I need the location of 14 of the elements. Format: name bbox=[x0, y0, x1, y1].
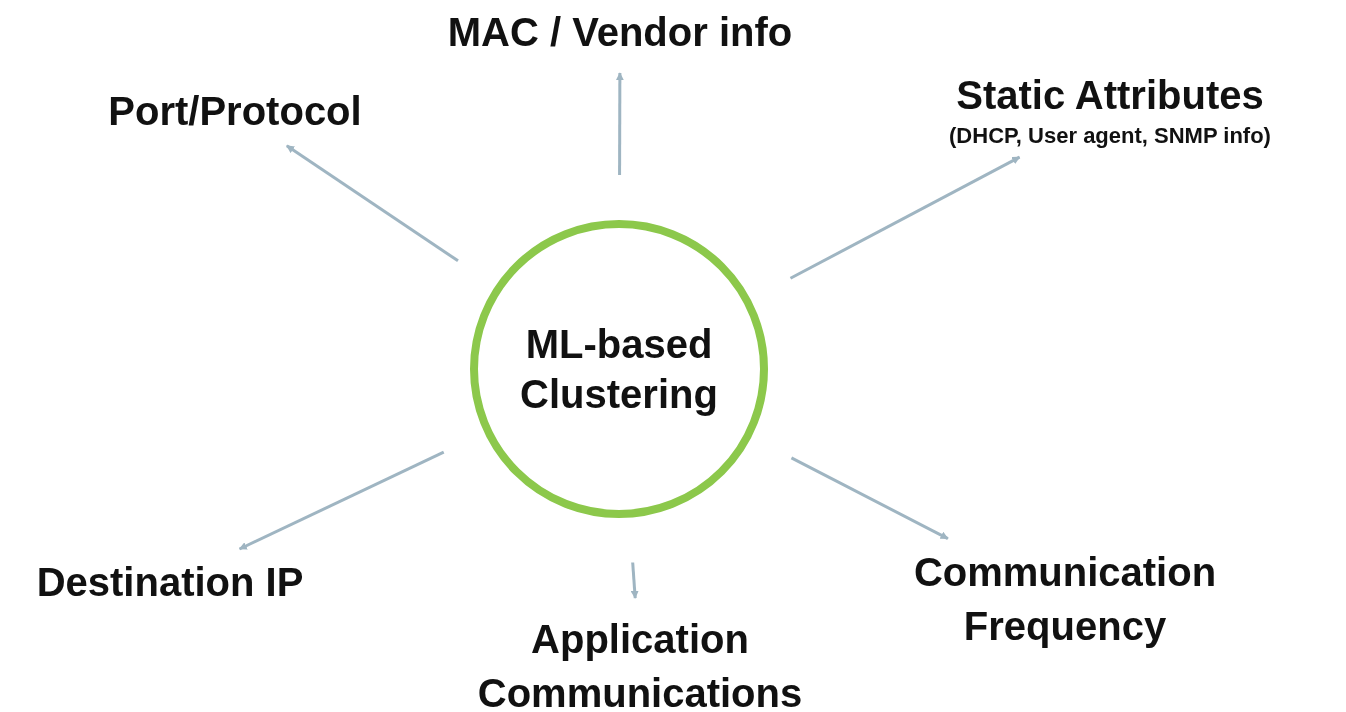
arrow bbox=[615, 72, 624, 175]
arrow bbox=[285, 144, 459, 263]
feature-label: Port/Protocol bbox=[70, 84, 400, 138]
arrow bbox=[630, 562, 639, 599]
feature-label: Communication Frequency bbox=[860, 545, 1270, 653]
arrow bbox=[238, 450, 445, 551]
center-label: ML-based Clustering bbox=[519, 321, 719, 418]
feature-detail: (DHCP, User agent, SNMP info) bbox=[949, 122, 1271, 150]
arrow bbox=[790, 456, 949, 540]
feature-label: Destination IP bbox=[0, 555, 340, 609]
arrow bbox=[789, 155, 1021, 280]
feature-label: Application Communications bbox=[450, 612, 830, 712]
feature-label: MAC / Vendor info bbox=[400, 5, 840, 59]
feature-label: Static Attributes bbox=[956, 72, 1264, 119]
